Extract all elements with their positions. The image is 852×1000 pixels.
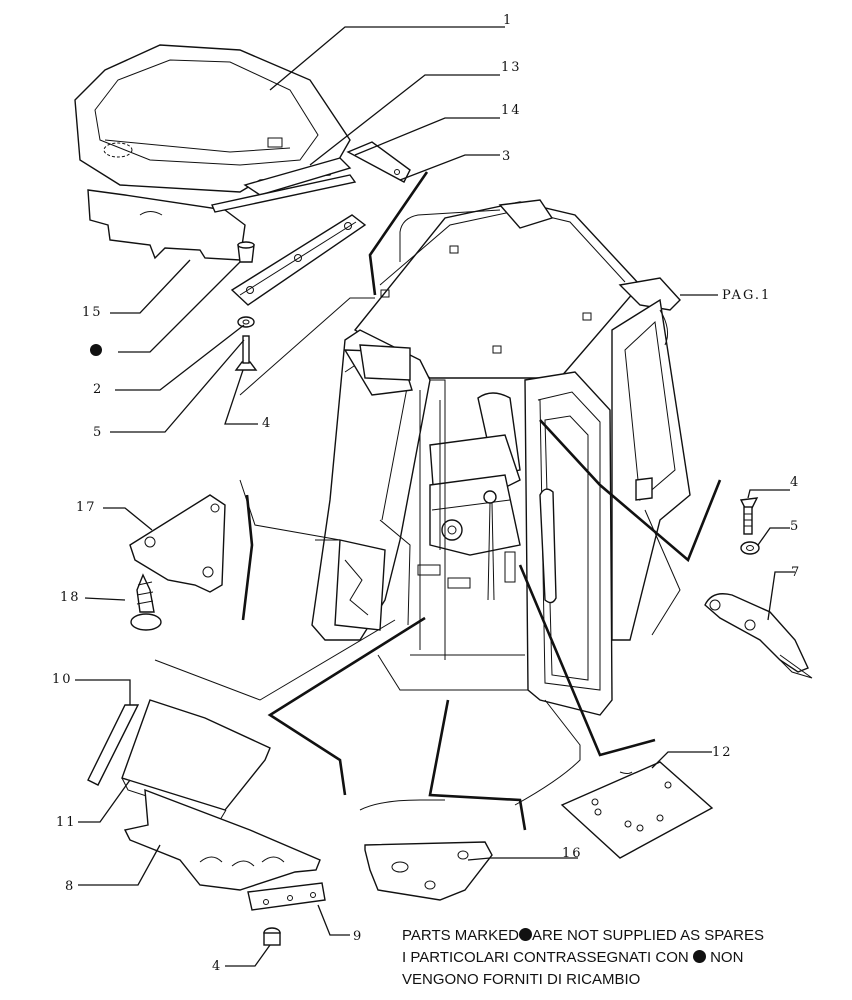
callout-labels: 1 13 14 3 15 2 5 4 PAG.1 17 18 4 5 7 10 … <box>52 13 801 974</box>
callout-4-bottom: 4 <box>212 959 222 974</box>
note-line-1-b: ARE NOT SUPPLIED AS SPARES <box>531 927 764 944</box>
callout-4-right: 4 <box>790 475 800 490</box>
note-line-1: PARTS MARKED ARE NOT SUPPLIED AS SPARES <box>402 925 848 947</box>
callout-12: 12 <box>712 745 733 760</box>
part-12-plate <box>560 761 714 859</box>
part-8-insulation-mat <box>123 788 321 891</box>
callout-15: 15 <box>82 305 103 320</box>
callout-14: 14 <box>501 103 522 118</box>
callout-4: 4 <box>262 416 272 431</box>
note-line-1-a: PARTS MARKED <box>402 927 519 944</box>
note-line-2: I PARTICOLARI CONTRASSEGNATI CON NON <box>402 947 848 969</box>
bullet-marker-icon <box>518 928 532 941</box>
callout-3: 3 <box>502 149 512 164</box>
callout-5-right: 5 <box>790 519 800 534</box>
leader-lines <box>75 26 795 967</box>
callout-13: 13 <box>501 60 522 75</box>
part-16-plate <box>364 841 493 901</box>
callout-17: 17 <box>76 500 97 515</box>
callout-7: 7 <box>791 565 801 580</box>
part-4-screw-right <box>739 497 759 535</box>
rivet-nut-part <box>237 241 255 263</box>
callout-9: 9 <box>353 929 363 944</box>
spares-note: PARTS MARKED ARE NOT SUPPLIED AS SPARES I… <box>402 925 848 991</box>
part-5-washer <box>237 316 255 328</box>
cab-assembly <box>311 199 691 716</box>
part-11-floor-mat <box>121 699 271 821</box>
note-line-2-b: NON <box>710 949 744 966</box>
routing-lines <box>241 171 722 831</box>
callout-18: 18 <box>60 590 81 605</box>
callout-pag-1: PAG.1 <box>722 288 771 303</box>
callout-11: 11 <box>56 815 77 830</box>
part-18-self-tapping-screw <box>130 573 162 631</box>
callout-5: 5 <box>93 425 103 440</box>
part-4-screw <box>234 335 258 371</box>
part-15-insulation-panel <box>87 189 246 261</box>
note-line-3: VENGONO FORNITI DI RICAMBIO <box>402 971 641 988</box>
part-9-strip <box>247 882 326 911</box>
note-line-2-a: I PARTICOLARI CONTRASSEGNATI CON <box>402 949 689 966</box>
not-supplied-marker <box>90 344 102 356</box>
callout-2: 2 <box>93 382 103 397</box>
connector-curves <box>154 297 681 811</box>
callout-16: 16 <box>562 846 583 861</box>
part-5-washer-right <box>740 541 760 555</box>
callout-10: 10 <box>52 672 73 687</box>
part-3-bracket <box>346 141 411 183</box>
part-4-screw-bottom <box>263 927 281 946</box>
callout-1: 1 <box>503 13 513 28</box>
part-2-rail <box>230 214 367 306</box>
part-17-bracket-plate <box>129 494 226 593</box>
callout-8: 8 <box>65 879 75 894</box>
bullet-marker-icon <box>692 950 706 963</box>
part-7-bracket <box>704 593 813 679</box>
part-13-strip <box>211 157 357 213</box>
part-10-seal-strip <box>87 704 140 786</box>
